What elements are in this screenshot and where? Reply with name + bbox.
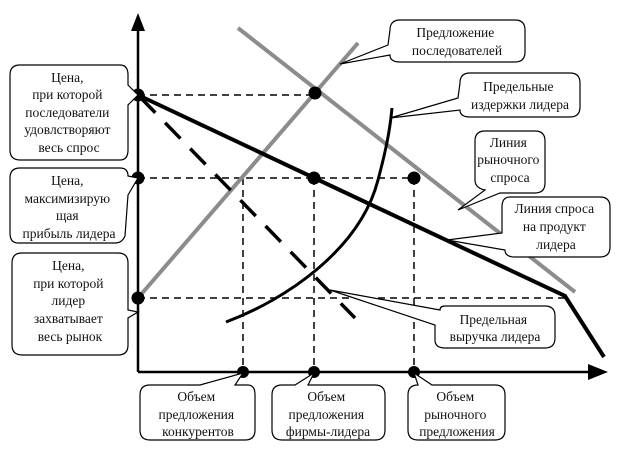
callout-qty-competitors-text: Объем предложения конкурентов [159,389,238,439]
point-leader-optimum [307,171,321,185]
callout-market-demand-text: Линия рыночного спроса [477,135,543,185]
callout-followers-supply-text: Предложение последователей [412,25,502,58]
callout-leader-mr-text: Предельная выручка лидера [450,312,541,344]
callout-qty-leader: Объем предложения фирмы-лидера [271,371,386,441]
callout-price-leader-all: Цена, при которой лидер захватывает весь… [11,252,140,356]
callout-price-leader-all-text: Цена, при которой лидер захватывает весь… [33,258,107,344]
callout-price-followers: Цена, при которой последователи удовлств… [9,64,139,161]
leader-mr-curve [138,95,357,320]
y-axis-arrow-icon [131,13,145,31]
callout-leader-mc-text: Предельные издержки лидера [471,79,569,112]
x-axis-arrow-icon [588,364,608,380]
callout-followers-supply: Предложение последователей [339,19,526,65]
leader-mc-curve [225,107,394,324]
callout-qty-market-text: Объем рыночного предложения [419,389,495,439]
callout-leader-mr: Предельная выручка лидера [329,289,556,349]
point-market-demand [407,171,421,185]
callout-qty-competitors: Объем предложения конкурентов [139,371,256,441]
callout-qty-market: Объем рыночного предложения [407,371,506,441]
followers-supply-curve [136,41,360,300]
callout-price-max-profit-text: Цена, максимизирую щая прибыль лидера [23,173,116,241]
point-price-leader-all [131,291,145,305]
callout-price-max-profit: Цена, максимизирую щая прибыль лидера [9,167,139,244]
callout-price-followers-text: Цена, при которой последователи удовлств… [24,70,114,155]
callout-market-demand: Линия рыночного спроса [457,130,546,211]
callout-leader-mc: Предельные издержки лидера [389,72,581,119]
leader-demand-curve [137,93,606,359]
point-supply-demand-intersect [308,86,322,100]
callout-qty-leader-text: Объем предложения фирмы-лидера [286,389,370,439]
callout-leader-demand: Линия спроса на продукт лидера [446,196,611,258]
callout-leader-demand-text: Линия спроса на продукт лидера [515,201,598,252]
